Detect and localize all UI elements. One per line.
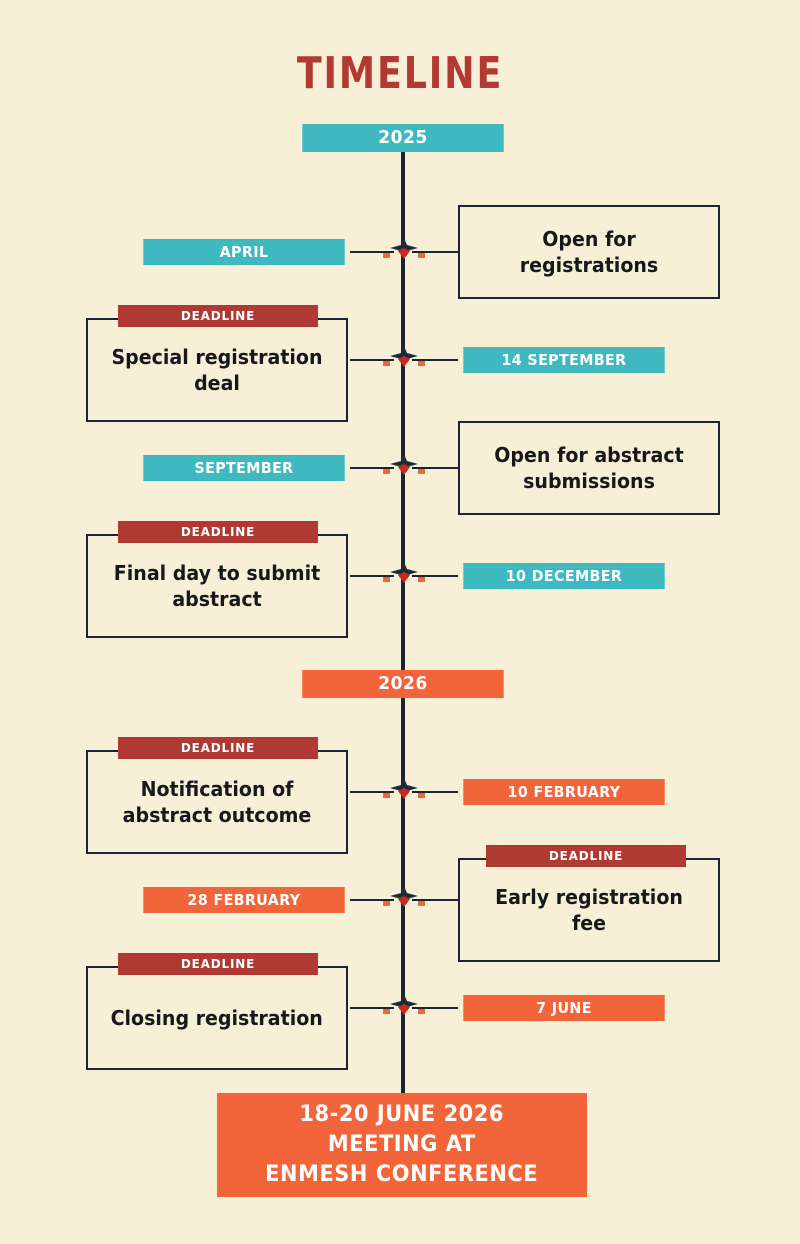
event-box-open-for-registrations[interactable]: Open for registrations [458, 205, 720, 299]
event-box-notification-of-abstract-outcome[interactable]: Notification of abstract outcome [86, 750, 348, 854]
node-dot-left-icon [383, 901, 390, 906]
deadline-badge: DEADLINE [118, 521, 318, 543]
event-box-early-registration-fee[interactable]: Early registration fee [458, 858, 720, 962]
event-label: Notification of abstract outcome [122, 777, 312, 827]
deadline-badge: DEADLINE [118, 953, 318, 975]
connector-left [350, 899, 394, 901]
node-dot-right-icon [418, 253, 425, 258]
event-label: Closing registration [110, 1006, 324, 1030]
node-dot-right-icon [418, 361, 425, 366]
node-dot-left-icon [383, 793, 390, 798]
connector-right [412, 791, 458, 793]
timeline-node-icon [382, 992, 426, 1026]
node-star-icon [390, 994, 418, 1016]
connector-right [412, 359, 458, 361]
node-dot-left-icon [383, 469, 390, 474]
timeline-node-icon [382, 344, 426, 378]
timeline-node-icon [382, 236, 426, 270]
event-box-special-registration-deal[interactable]: Special registration deal [86, 318, 348, 422]
connector-left [350, 359, 394, 361]
timeline-node-icon [382, 452, 426, 486]
deadline-badge: DEADLINE [118, 305, 318, 327]
connector-right [412, 1007, 458, 1009]
node-star-icon [390, 886, 418, 908]
event-label: Special registration deal [111, 345, 323, 395]
conference-meeting-label: MEETING AT [328, 1132, 476, 1157]
timeline-node-icon [382, 884, 426, 918]
node-dot-right-icon [418, 469, 425, 474]
node-star-icon [390, 562, 418, 584]
event-label: Early registration fee [495, 885, 683, 935]
connector-left [350, 251, 394, 253]
connector-left [350, 791, 394, 793]
timeline-node-icon [382, 560, 426, 594]
deadline-badge: DEADLINE [118, 737, 318, 759]
node-dot-right-icon [418, 901, 425, 906]
node-dot-right-icon [418, 1009, 425, 1014]
date-chip-28-february[interactable]: 28 FEBRUARY [143, 887, 345, 913]
connector-right [412, 899, 458, 901]
node-dot-right-icon [418, 577, 425, 582]
connector-right [412, 575, 458, 577]
event-box-open-for-abstract-submissions[interactable]: Open for abstract submissions [458, 421, 720, 515]
event-box-final-day-to-submit-abstract[interactable]: Final day to submit abstract [86, 534, 348, 638]
date-chip-7-june[interactable]: 7 JUNE [463, 995, 665, 1021]
timeline-node-icon [382, 776, 426, 810]
event-box-closing-registration[interactable]: Closing registration [86, 966, 348, 1070]
page-title: TIMELINE [296, 48, 504, 99]
connector-right [412, 251, 458, 253]
timeline-spine [401, 140, 405, 1100]
date-chip-september[interactable]: SEPTEMBER [143, 455, 345, 481]
node-star-icon [390, 778, 418, 800]
node-dot-left-icon [383, 253, 390, 258]
deadline-badge: DEADLINE [486, 845, 686, 867]
conference-name: ENMESH CONFERENCE [265, 1162, 539, 1187]
event-label: Open for abstract submissions [494, 443, 684, 493]
node-dot-left-icon [383, 1009, 390, 1014]
node-dot-left-icon [383, 577, 390, 582]
node-dot-left-icon [383, 361, 390, 366]
connector-left [350, 1007, 394, 1009]
year-banner-2026: 2026 [302, 670, 504, 698]
node-dot-right-icon [418, 793, 425, 798]
year-banner-2025: 2025 [302, 124, 504, 152]
date-chip-april[interactable]: APRIL [143, 239, 345, 265]
connector-left [350, 467, 394, 469]
connector-left [350, 575, 394, 577]
conference-dates: 18-20 JUNE 2026 [299, 1102, 505, 1127]
conference-summary-block[interactable]: 18-20 JUNE 2026 MEETING AT ENMESH CONFER… [217, 1093, 587, 1197]
connector-right [412, 467, 458, 469]
node-star-icon [390, 454, 418, 476]
event-label: Final day to submit abstract [113, 561, 321, 611]
date-chip-10-february[interactable]: 10 FEBRUARY [463, 779, 665, 805]
date-chip-10-december[interactable]: 10 DECEMBER [463, 563, 665, 589]
node-star-icon [390, 238, 418, 260]
node-star-icon [390, 346, 418, 368]
date-chip-14-september[interactable]: 14 SEPTEMBER [463, 347, 665, 373]
event-label: Open for registrations [519, 227, 659, 277]
